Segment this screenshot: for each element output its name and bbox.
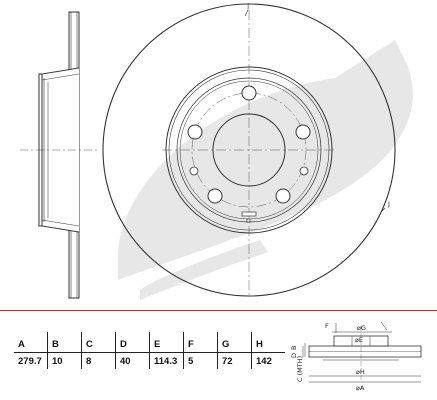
spec-value-a: 279.7	[18, 355, 42, 367]
hub-marks	[241, 211, 257, 223]
spec-header-b: B	[47, 332, 82, 353]
spec-value-e: 114.3	[149, 352, 184, 369]
spec-header-h: H	[251, 332, 285, 353]
spec-header-d: D	[115, 332, 150, 353]
bolt-holes	[187, 85, 311, 204]
bolt-hole	[295, 124, 311, 140]
spec-value-b: 10	[47, 352, 82, 369]
threaded-holes	[189, 166, 309, 176]
disc-front-view	[102, 3, 396, 297]
bolt-hole	[207, 188, 223, 204]
spec-value-d: 40	[115, 352, 150, 369]
dim-label-g: ⌀G	[357, 324, 366, 332]
dim-label-b: B	[290, 346, 298, 350]
spec-header-c: C	[81, 332, 116, 353]
spec-value-f: 5	[183, 352, 218, 369]
spec-header-e: E	[149, 332, 184, 353]
spec-value-g: 72	[217, 352, 252, 369]
bolt-hole	[187, 124, 203, 140]
bolt-hole	[275, 188, 291, 204]
section-divider	[0, 310, 437, 311]
dim-label-a: ⌀A	[356, 384, 365, 392]
cross-section-diagram	[302, 321, 422, 383]
dim-label-h: ⌀H	[356, 368, 365, 376]
spec-value-h: 142	[251, 352, 285, 369]
threaded-hole	[189, 166, 199, 176]
spec-values-row: 279.7 10 8 40 114.3 5 72 142	[14, 352, 285, 369]
view-mark-right: J	[387, 200, 390, 208]
view-mark-top: |	[247, 2, 249, 10]
dim-label-c: C (MTH)	[296, 356, 304, 382]
disc-side-profile	[20, 11, 100, 299]
dim-label-d: D	[290, 353, 298, 358]
bolt-hole	[241, 85, 257, 101]
spec-header-f: F	[183, 332, 218, 353]
dim-label-f: F	[325, 322, 329, 330]
spec-header-a: A	[14, 332, 48, 353]
brand-watermark-logo	[118, 40, 413, 300]
threaded-hole	[299, 166, 309, 176]
spec-header-row: A B C D E F G H	[14, 332, 285, 353]
spec-value-c: 8	[81, 352, 116, 369]
spec-header-g: G	[217, 332, 252, 353]
specification-table: A B C D E F G H 279.7 10 8 40 114.3 5 72…	[14, 332, 285, 369]
dim-label-e: ⌀E	[355, 336, 363, 344]
